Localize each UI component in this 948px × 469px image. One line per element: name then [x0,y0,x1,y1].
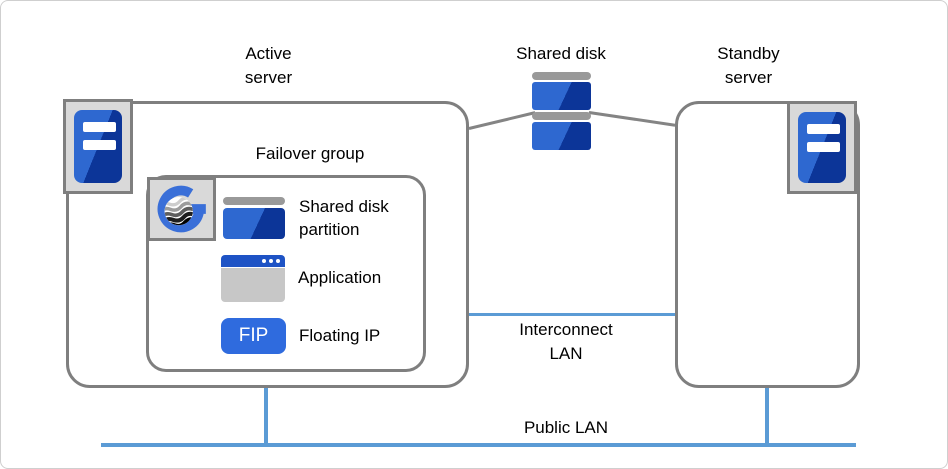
floating-ip-label: Floating IP [299,326,381,345]
cluster-logo-box [147,177,216,241]
app-window-dots-icon [262,259,280,263]
disk-to-active-connector-line [468,111,536,130]
disk-to-standby-connector-line [588,111,676,127]
interconnect-lan-line [469,313,675,316]
active-server-label: Active server [244,44,293,87]
server-tower-icon [798,112,846,183]
active-public-lan-drop-line [264,385,268,444]
shared-disk-label: Shared disk [516,44,606,63]
shared-disk-icon [532,72,591,150]
shared-disk-partition-icon [223,197,285,239]
interconnect-lan-label: Interconnect LAN [519,320,613,363]
expresscluster-logo-icon [157,185,206,233]
standby-public-lan-drop-line [765,385,769,444]
app-window-titlebar [221,255,285,267]
standby-server-icon [787,101,857,194]
application-label: Application [298,268,382,287]
failover-group-label: Failover group [255,144,365,163]
public-lan-label: Public LAN [523,418,609,437]
standby-server-label: Standby server [717,44,780,87]
floating-ip-badge: FIP [221,318,286,354]
public-lan-line [101,443,856,447]
active-server-icon [63,99,133,194]
shared-disk-partition-label: Shared disk partition [299,197,389,239]
server-tower-icon [74,110,122,183]
application-icon [221,255,285,302]
